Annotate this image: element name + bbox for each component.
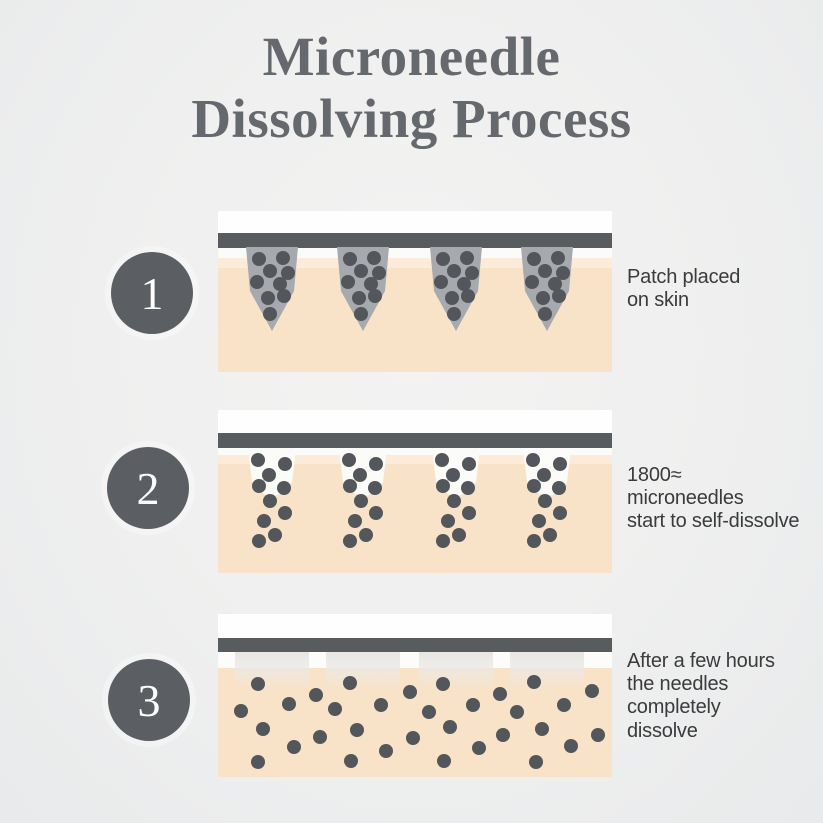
step-1-label: Patch placed on skin xyxy=(627,266,812,312)
step-3-illustration xyxy=(218,614,612,777)
step-2-illustration xyxy=(218,410,612,573)
step-2-label-line: 1800≈ xyxy=(627,464,682,486)
patch-backing-bar xyxy=(218,233,612,248)
patch-backing-bar xyxy=(218,433,612,448)
step-3-label: After a few hours the needles completely… xyxy=(627,650,812,743)
skin-surface-highlight xyxy=(218,258,612,268)
step-1-label-line: on skin xyxy=(627,289,689,312)
page-title-line1: Microneedle xyxy=(262,26,561,87)
step-3-number: 3 xyxy=(137,674,161,726)
step-1-illustration xyxy=(218,211,612,372)
step-1-number: 1 xyxy=(140,267,164,319)
needle-residue xyxy=(235,652,309,688)
drug-dots xyxy=(251,453,567,548)
needle-residue xyxy=(326,652,400,688)
dissolved-needle-residues xyxy=(235,652,584,688)
page-title-line2: Dissolving Process xyxy=(191,87,632,149)
needle-residue xyxy=(419,652,493,688)
skin-surface-highlight xyxy=(218,455,612,464)
patch-top-layer xyxy=(218,410,612,433)
step-3-label-line: completely xyxy=(627,696,721,719)
step-2-label-line: start to self-dissolve xyxy=(627,510,800,533)
step-2-diagram xyxy=(218,410,612,573)
step-1-label-line: Patch placed xyxy=(627,266,741,288)
step-2-number: 2 xyxy=(136,462,160,514)
drug-dots xyxy=(250,251,570,321)
page-title: Microneedle Dissolving Process xyxy=(0,26,823,149)
step-3-diagram xyxy=(218,614,612,777)
patch-top-layer xyxy=(218,614,612,638)
step-2-badge: 2 xyxy=(107,447,189,529)
step-3-label-line: After a few hours xyxy=(627,650,775,672)
patch-backing-bar xyxy=(218,638,612,652)
step-1-diagram xyxy=(218,211,612,372)
patch-base-gap xyxy=(218,448,612,455)
step-3-label-line: the needles xyxy=(627,673,729,696)
step-1-badge: 1 xyxy=(111,252,193,334)
needle-residue xyxy=(510,652,584,688)
patch-top-layer xyxy=(218,211,612,234)
step-3-badge: 3 xyxy=(108,659,190,741)
drug-dots xyxy=(234,675,605,769)
patch-base-gap xyxy=(218,248,612,258)
step-2-label: 1800≈ microneedles start to self-dissolv… xyxy=(627,464,812,534)
step-3-label-line: dissolve xyxy=(627,719,698,742)
step-2-label-line: microneedles xyxy=(627,487,744,510)
